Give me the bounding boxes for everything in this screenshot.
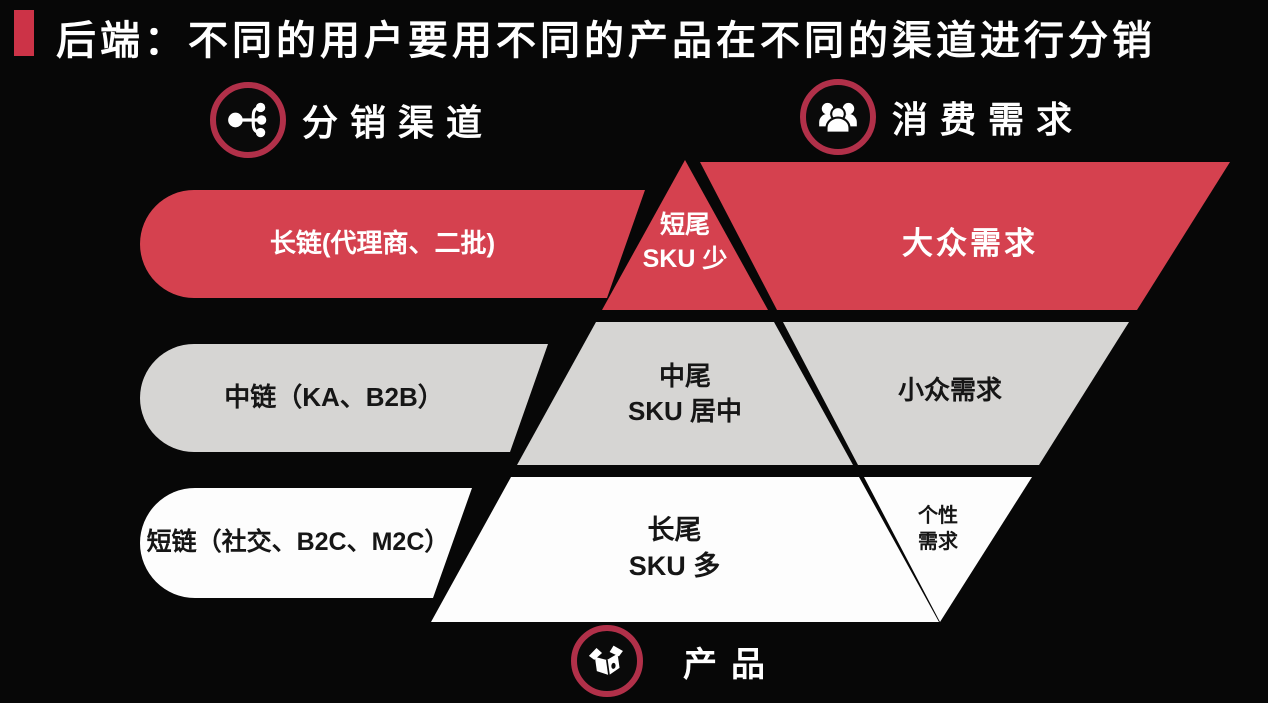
legend-label-channels: 分销渠道 bbox=[302, 102, 495, 143]
demand-label-mass: 大众需求 bbox=[902, 226, 1038, 262]
legend-label-product: 产品 bbox=[683, 645, 779, 684]
sku-label-mid-tail: 中尾 SKU 居中 bbox=[627, 360, 743, 426]
demand-band-niche bbox=[783, 322, 1129, 465]
people-group-icon bbox=[800, 79, 876, 155]
header: 后端：不同的用户要用不同的产品在不同的渠道进行分销 bbox=[0, 0, 1268, 64]
pyramid-band-short-tail bbox=[602, 160, 768, 310]
page-title: 后端：不同的用户要用不同的产品在不同的渠道进行分销 bbox=[56, 19, 1156, 63]
demand-label-niche: 小众需求 bbox=[897, 375, 1002, 406]
legend-consumer-demand: 消费需求 bbox=[800, 79, 1084, 155]
demand-label-personal: 个性 需求 bbox=[918, 505, 958, 553]
sku-label-long-tail: 长尾 SKU 多 bbox=[628, 514, 721, 581]
channel-label-short-chain: 短链（社交、B2C、M2C） bbox=[146, 528, 450, 557]
demand-band-personal bbox=[864, 477, 1032, 622]
open-box-icon bbox=[571, 625, 643, 697]
legend-label-demand: 消费需求 bbox=[892, 99, 1085, 140]
channel-label-mid-chain: 中链（KA、B2B） bbox=[224, 382, 444, 413]
share-network-icon bbox=[210, 82, 286, 158]
sku-label-short-tail: 短尾 SKU 少 bbox=[642, 211, 728, 273]
channel-label-long-chain: 长链(代理商、二批) bbox=[269, 228, 496, 259]
channel-pill-mid-chain bbox=[140, 344, 548, 452]
pyramid-band-long-tail bbox=[431, 477, 939, 622]
title-accent-bar bbox=[14, 10, 34, 56]
legend-product: 产品 bbox=[571, 625, 779, 697]
channel-pill-long-chain bbox=[140, 190, 645, 298]
channel-pill-short-chain bbox=[140, 488, 472, 598]
legend-distribution-channels: 分销渠道 bbox=[210, 82, 494, 158]
pyramid-band-mid-tail bbox=[517, 322, 853, 465]
demand-band-mass bbox=[700, 162, 1230, 310]
